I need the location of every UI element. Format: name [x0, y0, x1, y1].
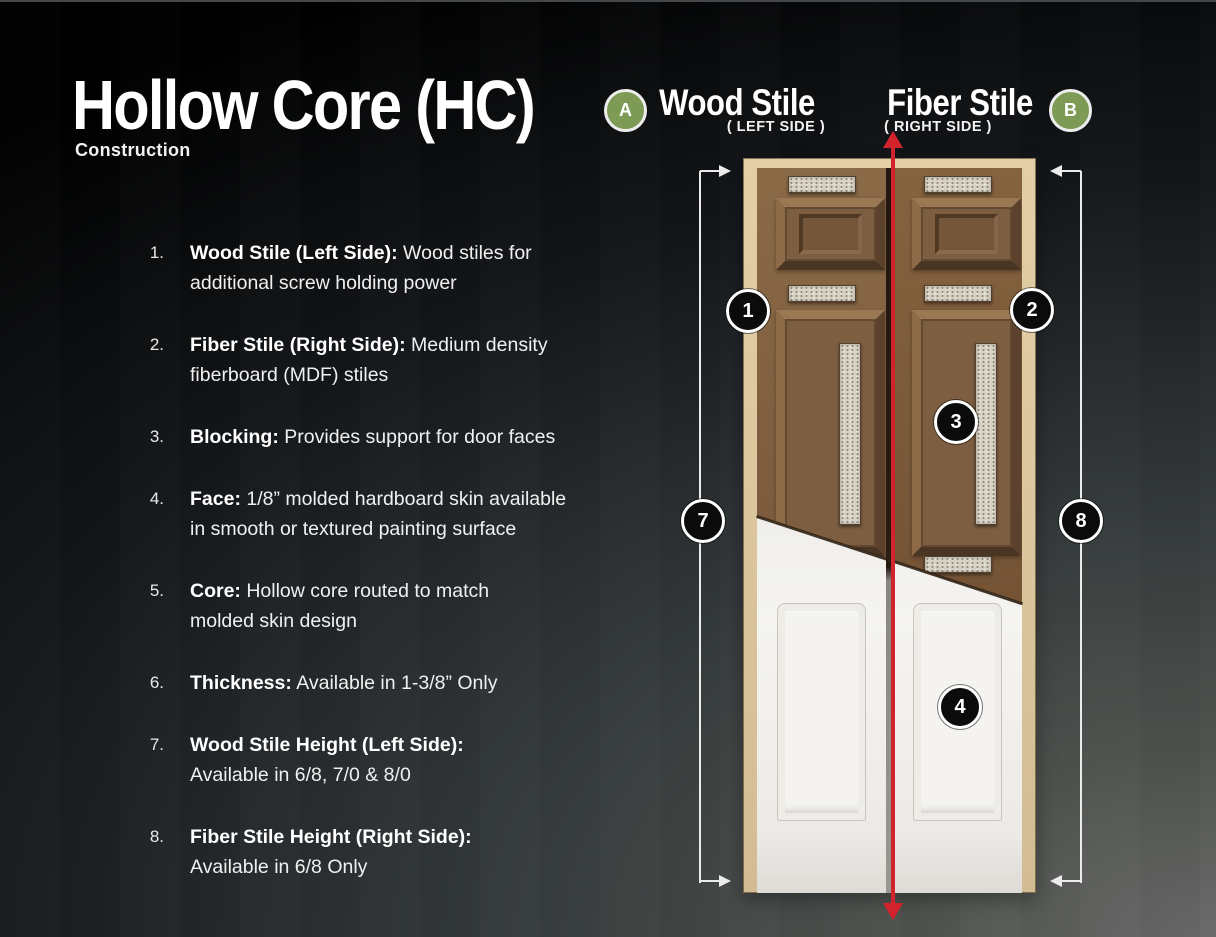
- vertical-blocking-strip: [839, 343, 861, 525]
- callout-7-wood-stile-height: 7: [681, 499, 725, 543]
- item-text-line2: additional screw holding power: [190, 272, 457, 294]
- item-label: Wood Stile Height (Left Side):: [190, 734, 464, 756]
- item-number: 3.: [149, 427, 164, 446]
- fiber-stile-subtitle: ( RIGHT SIDE ): [884, 119, 992, 135]
- item-text-line2: molded skin design: [190, 610, 357, 632]
- item-number: 2.: [149, 335, 164, 354]
- item-number: 7.: [149, 735, 164, 754]
- item-label: Face:: [190, 488, 241, 510]
- item-text-line2: fiberboard (MDF) stiles: [190, 364, 389, 386]
- item-text-line2: in smooth or textured painting surface: [190, 518, 517, 540]
- callout-1-wood-stile: 1: [726, 289, 770, 333]
- wood-construction-face: [757, 168, 886, 558]
- callout-8-fiber-stile-height: 8: [1059, 499, 1103, 543]
- callout-3-blocking: 3: [934, 400, 978, 444]
- page-subtitle: Construction: [75, 140, 191, 160]
- item-number: 8.: [149, 827, 164, 846]
- list-item-4: 4. Face: 1/8” molded hardboard skin avai…: [140, 484, 715, 544]
- badge-a: A: [604, 89, 647, 132]
- item-label: Fiber Stile (Right Side):: [190, 334, 406, 356]
- center-seam: [886, 168, 893, 893]
- vertical-blocking-strip: [975, 343, 997, 525]
- right-arrowhead-icon: [719, 165, 731, 177]
- item-text-line2: Available in 6/8 Only: [190, 856, 368, 878]
- item-text: 1/8” molded hardboard skin available: [240, 488, 567, 510]
- right-arrowhead-icon: [719, 875, 731, 887]
- list-item-5: 5. Core: Hollow core routed to match mold…: [140, 576, 715, 636]
- item-label: Thickness:: [190, 672, 292, 694]
- item-text-line2: Available in 6/8, 7/0 & 8/0: [190, 764, 411, 786]
- callout-2-fiber-stile: 2: [1010, 288, 1054, 332]
- item-text: Medium density: [405, 334, 548, 356]
- door-cutaway-illustration: [743, 158, 1036, 893]
- item-label: Fiber Stile Height (Right Side):: [190, 826, 472, 848]
- item-label: Core:: [190, 580, 241, 602]
- list-item-6: 6. Thickness: Available in 1-3/8” Only: [140, 668, 715, 698]
- item-number: 1.: [149, 243, 164, 262]
- blocking-strip: [788, 176, 856, 193]
- item-text: Provides support for door faces: [278, 426, 556, 448]
- item-number: 5.: [149, 581, 164, 600]
- red-center-split-arrow: [891, 146, 895, 904]
- badge-b: B: [1049, 89, 1092, 132]
- list-item-1: 1. Wood Stile (Left Side): Wood stiles f…: [140, 238, 715, 298]
- item-text: Hollow core routed to match: [240, 580, 490, 602]
- dimension-elbow: [1061, 170, 1081, 172]
- fiber-construction-face: [893, 168, 1022, 603]
- tall-panel: [776, 310, 885, 556]
- red-up-arrowhead-icon: [883, 131, 903, 148]
- list-item-3: 3. Blocking: Provides support for door f…: [140, 422, 715, 452]
- red-down-arrowhead-icon: [883, 903, 903, 920]
- panel-recess: [799, 214, 862, 254]
- blocking-strip: [924, 176, 992, 193]
- raised-panel: [776, 198, 885, 270]
- dimension-elbow: [700, 880, 720, 882]
- blocking-strip: [788, 285, 856, 302]
- molded-door-panel: [777, 603, 866, 821]
- item-number: 6.: [149, 673, 164, 692]
- page-title: Hollow Core (HC): [72, 66, 536, 144]
- list-item-7: 7. Wood Stile Height (Left Side): Availab…: [140, 730, 715, 790]
- panel-recess: [935, 214, 998, 254]
- item-label: Wood Stile (Left Side):: [190, 242, 398, 264]
- wood-stile-title: Wood Stile: [659, 82, 815, 123]
- construction-list: 1. Wood Stile (Left Side): Wood stiles f…: [140, 238, 715, 914]
- raised-panel: [912, 198, 1021, 270]
- blocking-strip: [924, 285, 992, 302]
- item-text: Available in 1-3/8” Only: [291, 672, 498, 694]
- left-arrowhead-icon: [1050, 165, 1062, 177]
- list-item-2: 2. Fiber Stile (Right Side): Medium dens…: [140, 330, 715, 390]
- dimension-elbow: [1061, 880, 1081, 882]
- left-arrowhead-icon: [1050, 875, 1062, 887]
- list-item-8: 8. Fiber Stile Height (Right Side): Avail…: [140, 822, 715, 882]
- item-text: Wood stiles for: [397, 242, 532, 264]
- door-right-half-fiber-stile: [893, 168, 1022, 893]
- blocking-strip: [924, 556, 992, 573]
- door-left-half-wood-stile: [757, 168, 886, 893]
- dimension-elbow: [700, 170, 720, 172]
- item-label: Blocking:: [190, 426, 279, 448]
- fiber-stile-title: Fiber Stile: [887, 82, 1033, 123]
- callout-4-face: 4: [938, 685, 982, 729]
- wood-stile-subtitle: ( LEFT SIDE ): [726, 119, 826, 135]
- item-number: 4.: [149, 489, 164, 508]
